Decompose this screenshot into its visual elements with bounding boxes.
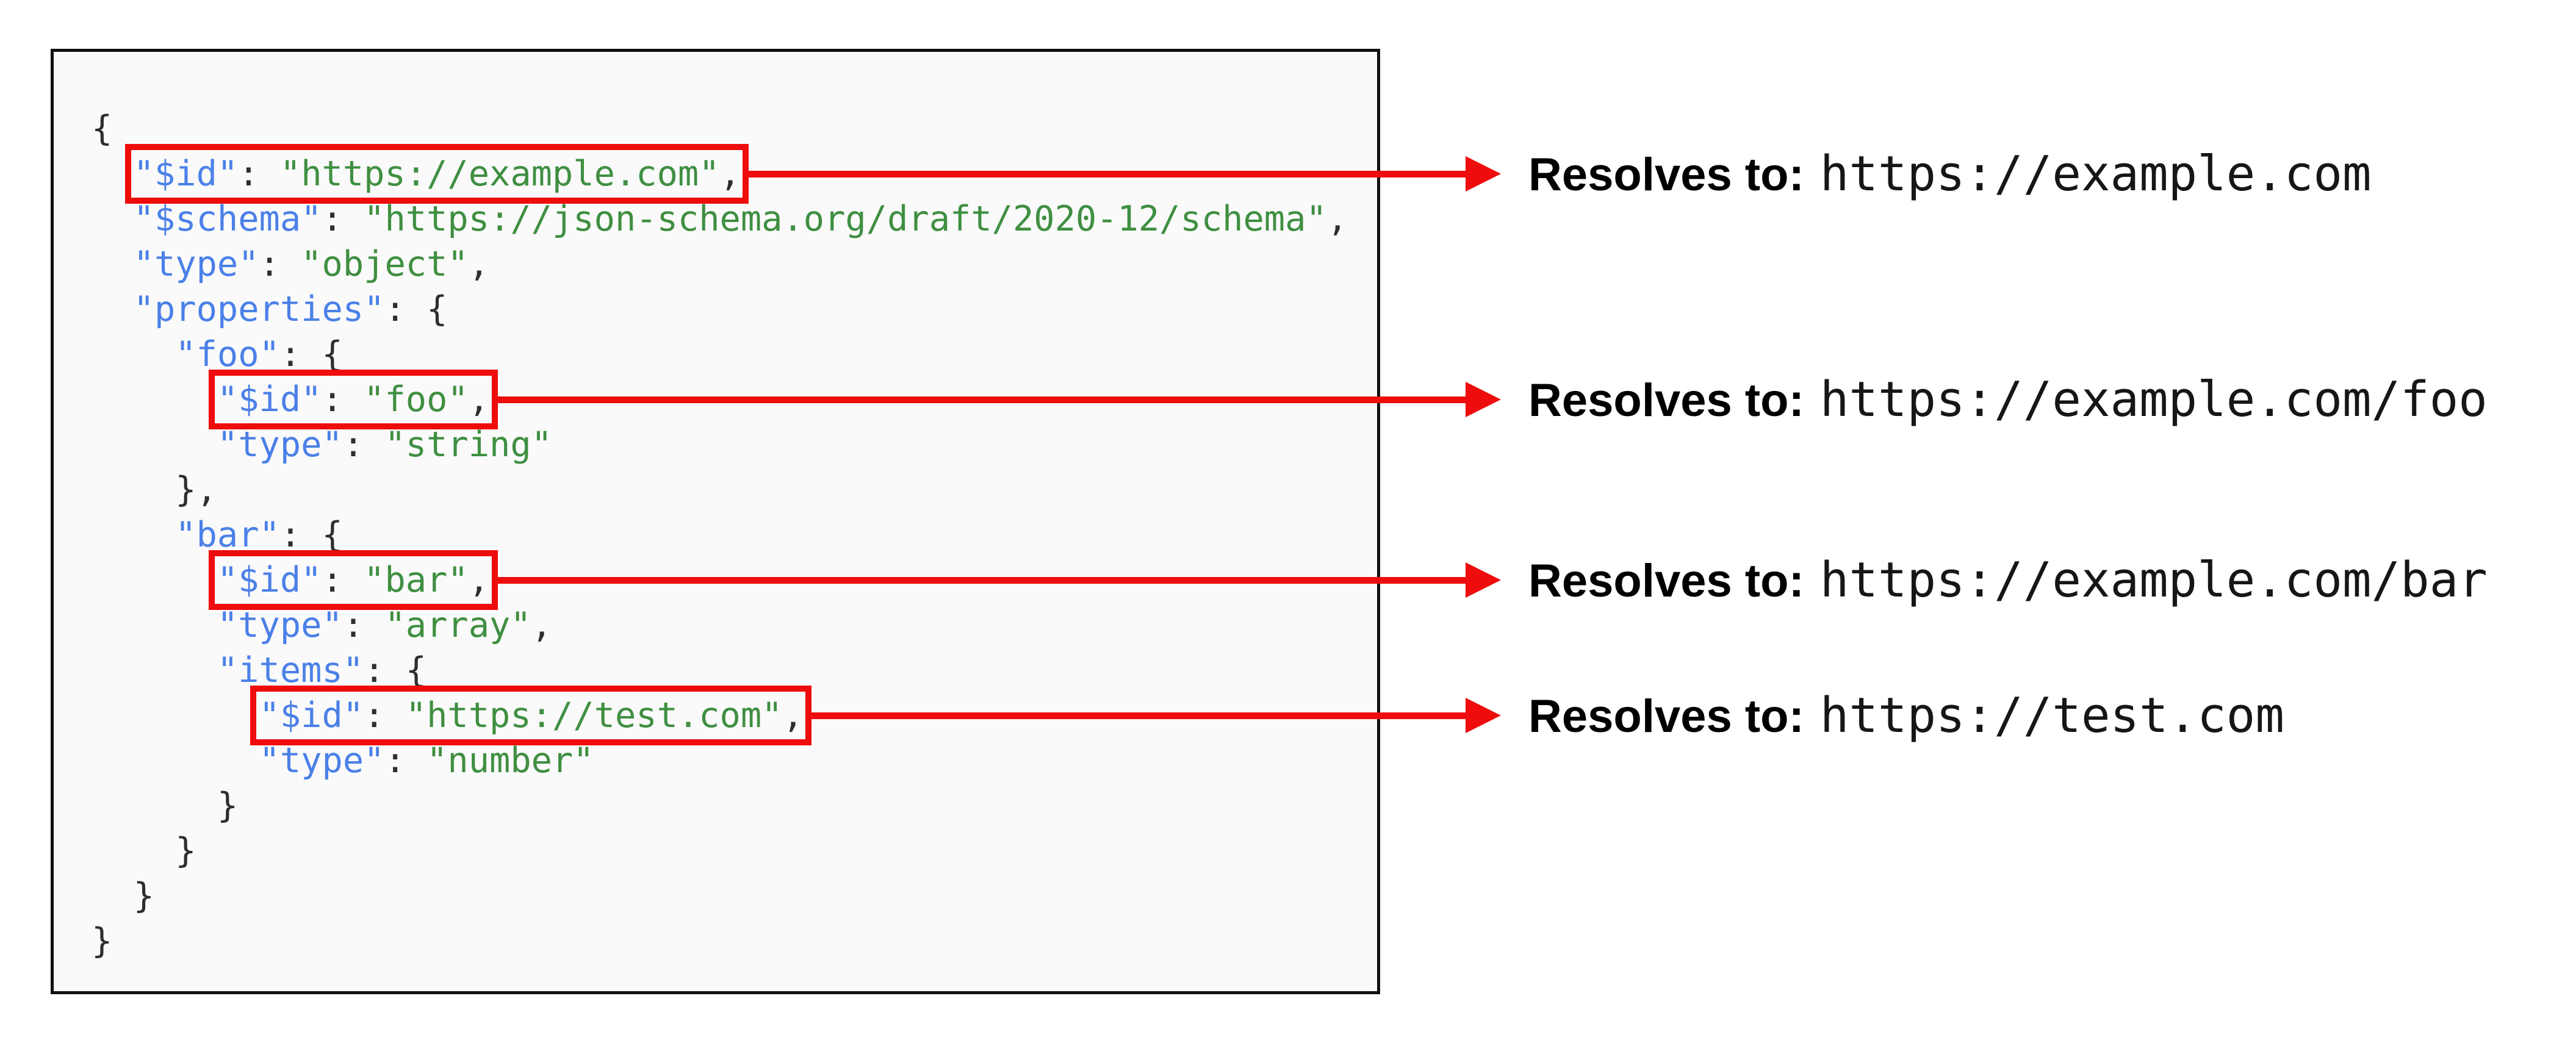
annotation-label: Resolves to: (1528, 149, 1804, 201)
code-block: { "$id": "https://example.com", "$schema… (92, 109, 1348, 961)
annotation-bar: Resolves to: https://example.com/bar (1528, 552, 2488, 608)
annotation-foo: Resolves to: https://example.com/foo (1528, 371, 2488, 428)
arrow-head-icon (1466, 156, 1501, 192)
annotation-url: https://example.com/foo (1819, 371, 2488, 428)
highlight-box-test-com (250, 686, 812, 745)
annotation-label: Resolves to: (1528, 375, 1804, 426)
highlight-box-foo (208, 370, 498, 429)
annotation-url: https://example.com (1819, 146, 2372, 202)
annotation-test-com: Resolves to: https://test.com (1528, 687, 2284, 744)
arrow-head-icon (1466, 698, 1501, 733)
highlight-box-bar (208, 550, 498, 610)
arrow-line (495, 396, 1466, 403)
arrow-line (809, 712, 1466, 719)
highlight-box-example-com (124, 144, 749, 204)
annotation-label: Resolves to: (1528, 555, 1804, 607)
annotation-url: https://example.com/bar (1819, 552, 2488, 608)
arrow-line (495, 576, 1466, 584)
annotation-url: https://test.com (1819, 687, 2284, 744)
arrow-head-icon (1466, 382, 1501, 417)
arrow-head-icon (1466, 562, 1501, 598)
code-panel (51, 49, 1380, 994)
annotation-label: Resolves to: (1528, 690, 1804, 742)
arrow-line (746, 170, 1466, 177)
annotation-example-com: Resolves to: https://example.com (1528, 146, 2372, 202)
